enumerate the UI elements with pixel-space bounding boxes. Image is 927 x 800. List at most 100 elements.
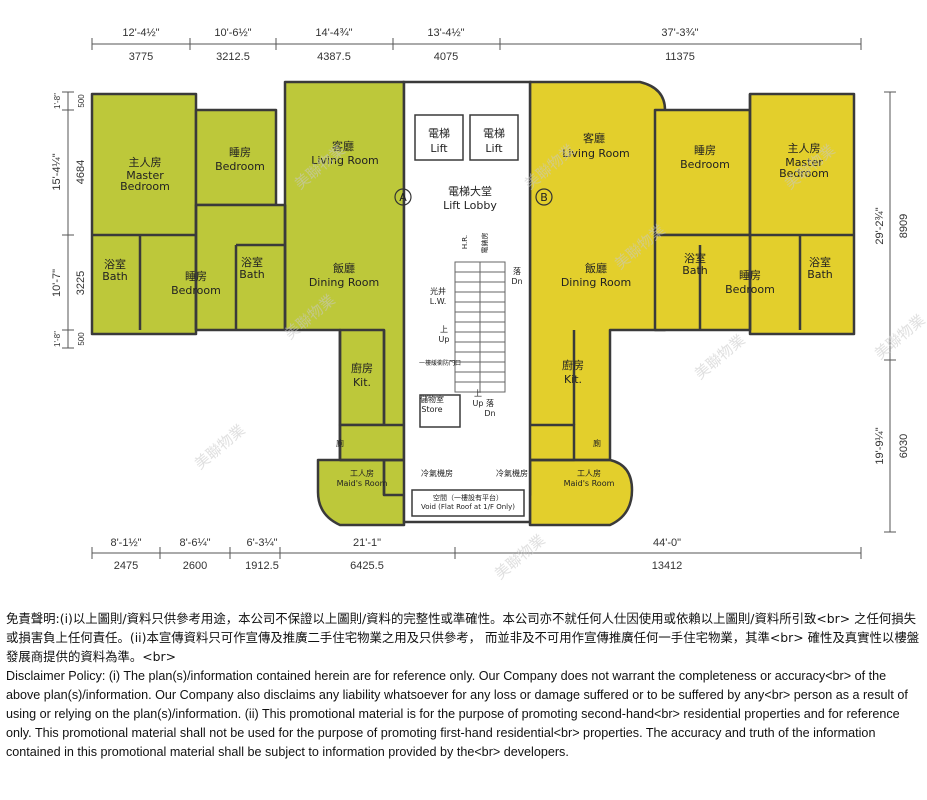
- watermark-7: 美聯物業: [191, 421, 249, 473]
- bath-a2-zh: 浴室: [241, 255, 263, 269]
- dim-left-metric-3: 3225: [75, 271, 87, 295]
- core: [402, 80, 532, 524]
- dim-bottom-metric-1: 2475: [114, 560, 138, 572]
- bedroom-a2-zh: 睡房: [185, 270, 207, 283]
- dim-right-imperial-2: 19'-9¼": [874, 427, 886, 464]
- dining-room-a-en: Dining Room: [309, 276, 379, 289]
- disclaimer-zh: 免責聲明:(i)以上圖則/資料只供參考用途，本公司不保證以上圖則/資料的完整性或…: [6, 611, 920, 665]
- store-zh: 儲物室: [420, 394, 444, 404]
- dim-top-imperial-1: 12'-4½": [122, 27, 159, 39]
- dim-bottom-imperial-5: 44'-0": [653, 537, 681, 549]
- living-room-b-en: Living Room: [562, 147, 630, 160]
- dim-top-metric-5: 11375: [665, 51, 695, 63]
- dim-left-imperial-1: 1'-8": [53, 93, 62, 109]
- bath-b2-zh: 浴室: [809, 255, 831, 269]
- dining-room-b-zh: 飯廳: [585, 261, 607, 275]
- store-en: Store: [421, 405, 442, 414]
- meter-room: 電錶房: [480, 233, 489, 254]
- dim-top-imperial-2: 10'-6½": [214, 27, 251, 39]
- unit-a-marker: [394, 188, 412, 206]
- void-zh: 空間（一樓設有平台）: [433, 493, 503, 502]
- dim-bottom-imperial-1: 8'-1½": [110, 537, 141, 549]
- dim-bottom-imperial-3: 6'-3¼": [246, 537, 277, 549]
- lift-2-zh: 電梯: [483, 127, 505, 140]
- dim-bottom-imperial-2: 8'-6¼": [179, 537, 210, 549]
- dim-left-metric-4: 500: [77, 332, 86, 346]
- void-en: Void (Flat Roof at 1/F Only): [421, 503, 515, 511]
- ac-plant-b: 冷氣機房: [496, 468, 528, 478]
- watermark-8: 美聯物業: [491, 531, 549, 583]
- ac-plant-a: 冷氣機房: [421, 468, 453, 478]
- dining-room-a-zh: 飯廳: [333, 261, 355, 275]
- dim-top-metric-4: 4075: [434, 51, 458, 63]
- watermark-9: 美聯物業: [871, 311, 927, 363]
- floor-plan-drawing: 12'-4½" 10'-6½" 14'-4¾" 13'-4½" 37'-3¾" …: [51, 27, 927, 583]
- dim-bottom-metric-2: 2600: [183, 560, 207, 572]
- watermark-6: 美聯物業: [691, 331, 749, 383]
- unit-a: [90, 80, 446, 527]
- maid-room-b-zh: 工人房: [577, 468, 601, 478]
- bath-b1-zh: 浴室: [684, 251, 706, 265]
- bath-a1-zh: 浴室: [104, 257, 126, 271]
- bedroom-b1-en: Bedroom: [680, 158, 730, 171]
- toilet-a: 廁: [336, 438, 344, 448]
- dining-room-b-en: Dining Room: [561, 276, 631, 289]
- dim-bottom-metric-5: 13412: [652, 560, 683, 572]
- unit-b-walls: [530, 94, 854, 462]
- unit-b-label: B: [540, 191, 548, 204]
- bedroom-b2-zh: 睡房: [739, 269, 761, 282]
- kitchen-a-zh: 廚房: [351, 361, 373, 375]
- toilet-b: 廁: [593, 438, 601, 448]
- stair-up-1-zh: 上: [440, 325, 448, 334]
- dim-top-metric-2: 3212.5: [216, 51, 250, 63]
- master-bedroom-b-zh: 主人房: [788, 142, 821, 155]
- lift-1-en: Lift: [430, 142, 448, 155]
- dim-top-imperial-3: 14'-4¾": [315, 27, 352, 39]
- dim-top-imperial-5: 37'-3¾": [661, 27, 698, 39]
- dim-top-metric-1: 3775: [129, 51, 153, 63]
- dim-left-metric-1: 500: [77, 94, 86, 108]
- light-well-en: L.W.: [430, 297, 447, 306]
- bath-b1-en: Bath: [682, 264, 708, 277]
- kitchen-a-en: Kit.: [353, 376, 371, 389]
- unit-markers: A B: [394, 188, 553, 206]
- dim-bottom-metric-4: 6425.5: [350, 560, 384, 572]
- dim-top-metric-3: 4387.5: [317, 51, 351, 63]
- bedroom-a1-en: Bedroom: [215, 160, 265, 173]
- lift-1-zh: 電梯: [428, 127, 450, 140]
- hose-reel: H.R.: [461, 235, 469, 249]
- stair-up-2-zh: 上: [474, 389, 482, 398]
- dim-right-metric-1: 8909: [898, 214, 910, 238]
- stair-dn-2-zh: 落: [486, 398, 494, 408]
- master-bedroom-b-en2: Bedroom: [779, 167, 829, 180]
- floor-plan: 12'-4½" 10'-6½" 14'-4¾" 13'-4½" 37'-3¾" …: [51, 27, 927, 583]
- bedroom-b1-zh: 睡房: [694, 144, 716, 157]
- dim-left-imperial-2: 15'-4¼": [51, 153, 63, 190]
- staircase: [454, 261, 506, 393]
- unit-b-marker: [535, 188, 553, 206]
- dim-left-metric-2: 4684: [75, 160, 87, 184]
- dim-left-imperial-4: 1'-8": [53, 331, 62, 347]
- master-bedroom-b-en: Master: [785, 156, 823, 169]
- living-room-b-zh: 客廳: [583, 131, 605, 145]
- stair-dn-2-en: Dn: [484, 409, 495, 418]
- lift-2-en: Lift: [485, 142, 503, 155]
- dim-bottom-metric-3: 1912.5: [245, 560, 279, 572]
- disclaimer-en: Disclaimer Policy: (i) The plan(s)/infor…: [6, 668, 908, 760]
- maid-room-a-en: Maid's Room: [337, 479, 388, 488]
- bath-b2-en: Bath: [807, 268, 833, 281]
- dim-bottom-imperial-4: 21'-1": [353, 537, 381, 549]
- bedroom-a1-zh: 睡房: [229, 146, 251, 159]
- unit-a-walls: [92, 205, 404, 495]
- master-bedroom-a-en: Master: [126, 169, 164, 182]
- bath-a2-en: Bath: [239, 268, 265, 281]
- room-labels: 主人房 Master Bedroom 睡房 Bedroom 客廳 Living …: [102, 127, 833, 511]
- dim-left-imperial-3: 10'-7": [51, 269, 63, 297]
- maid-room-a-zh: 工人房: [350, 468, 374, 478]
- dim-right-metric-2: 6030: [898, 434, 910, 458]
- bath-a1-en: Bath: [102, 270, 128, 283]
- dimension-labels: 12'-4½" 10'-6½" 14'-4¾" 13'-4½" 37'-3¾" …: [51, 27, 910, 572]
- master-bedroom-a-zh: 主人房: [129, 156, 162, 169]
- dim-top-imperial-4: 13'-4½": [427, 27, 464, 39]
- disclaimer: 免責聲明:(i)以上圖則/資料只供參考用途，本公司不保證以上圖則/資料的完整性或…: [6, 609, 922, 763]
